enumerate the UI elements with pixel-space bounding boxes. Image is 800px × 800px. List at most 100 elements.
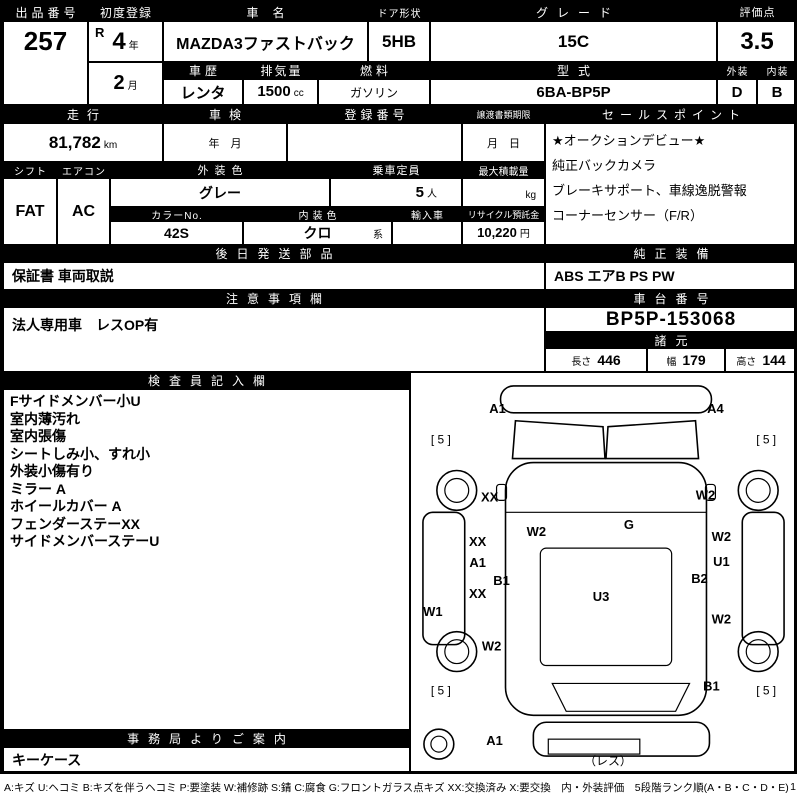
inspector-note-line: サイドメンバーステーU — [10, 533, 160, 549]
inspector-notes-label: 検査員記入欄 — [3, 372, 410, 389]
exterior-color-value: グレー — [110, 178, 330, 207]
interior-color-cell: クロ 系 — [243, 221, 392, 245]
chassis-no-value: BP5P-153068 — [545, 307, 797, 332]
model-code-label: 型式 — [430, 62, 717, 79]
car-front-bumper — [499, 385, 713, 414]
max-load-value-cell: kg — [462, 178, 545, 207]
door-shape-value: 5HB — [368, 21, 430, 62]
displacement-unit: cc — [293, 88, 304, 99]
car-license-plate — [547, 738, 641, 755]
damage-label: W2 — [527, 524, 546, 539]
damage-label: W2 — [712, 612, 731, 627]
inspector-note-line: シートしみ小、すれ小 — [10, 445, 150, 462]
inspector-note-line: Fサイドメンバー小U — [10, 393, 141, 409]
car-rear-bumper — [532, 721, 711, 757]
caution-notes-value: 法人専用車 レスOP有 — [3, 307, 545, 372]
car-left-side-panel — [422, 511, 466, 646]
car-hood-right — [605, 419, 700, 460]
fuel-label: 燃料 — [318, 62, 430, 79]
inspector-notes-list: Fサイドメンバー小U 室内薄汚れ 室内張傷 シートしみ小、すれ小 外装小傷有り … — [3, 389, 410, 730]
exhibit-no-label: 出品番号 — [3, 3, 88, 21]
damage-label: XX — [481, 489, 499, 504]
car-floor-pan — [539, 547, 673, 667]
capacity-label: 乗車定員 — [330, 162, 462, 178]
car-name-value: MAZDA3ファストバック — [163, 21, 368, 62]
damage-label: XX — [469, 586, 487, 601]
sales-point-line: コーナーセンサー（F/R） — [552, 208, 703, 223]
damage-label: W1 — [423, 604, 442, 619]
inspector-note-line: 室内張傷 — [10, 428, 66, 444]
history-label: 車歴 — [163, 62, 243, 79]
car-mirror-right — [704, 483, 717, 501]
exhibit-no-value: 257 — [3, 21, 88, 105]
spec-label: 諸元 — [545, 332, 797, 348]
mileage-value: 81,782 — [48, 132, 101, 152]
score-label: 評価点 — [717, 3, 797, 21]
interior-color-suffix: 系 — [373, 229, 383, 241]
damage-label: U1 — [713, 554, 730, 569]
caution-notes-label: 注意事項欄 — [3, 290, 545, 307]
inspector-note-line: ホイールカバー A — [10, 498, 122, 514]
sales-point-line: 純正バックカメラ — [552, 158, 657, 173]
wheel-front-left — [436, 469, 478, 512]
later-shipped-parts-label: 後日発送部品 — [3, 245, 545, 262]
registration-no-label: 登録番号 — [287, 105, 462, 123]
displacement-label: 排気量 — [243, 62, 318, 79]
page-number: 1 — [790, 781, 796, 793]
shift-label: シフト — [3, 162, 57, 178]
exterior-grade-label: 外装 — [717, 62, 757, 79]
car-name-label: 車名 — [163, 3, 368, 21]
sales-point-label: セールスポイント — [545, 105, 797, 123]
registration-no-value — [287, 123, 462, 162]
inspection-value: 年 月 — [163, 123, 287, 162]
color-no-label: カラーNo. — [110, 207, 243, 221]
width-value: 179 — [682, 352, 706, 368]
damage-label: W2 — [482, 639, 501, 654]
length-value: 446 — [597, 352, 621, 368]
first-reg-year: 4 — [112, 27, 126, 55]
wheel-rear-right-inner — [745, 639, 771, 665]
inspector-note-line: フェンダーステーXX — [10, 515, 140, 532]
model-code-value: 6BA-BP5P — [430, 79, 717, 105]
grade-label: グレード — [430, 3, 717, 21]
damage-label: W2 — [696, 487, 715, 502]
tire-depth-mark: [ 5 ] — [431, 433, 451, 447]
year-unit: 年 — [128, 40, 139, 52]
history-value: レンタ — [163, 79, 243, 105]
footer-legend-row: A:キズ U:ヘコミ B:キズを伴うヘコミ P:要塗装 W:補修跡 S:錆 C:… — [4, 778, 796, 796]
car-mirror-left — [495, 483, 508, 501]
car-right-side-panel — [741, 511, 785, 646]
damage-label: G — [624, 517, 634, 532]
recycle-deposit-unit: 円 — [519, 229, 530, 240]
office-notice-label: 事務局よりご案内 — [3, 730, 410, 747]
inspector-note-line: ミラー A — [10, 480, 66, 497]
wheel-rear-left-inner — [444, 639, 470, 665]
first-reg-month: 2 — [113, 72, 125, 94]
month-unit: 月 — [127, 81, 138, 92]
spec-length-cell: 長さ 446 — [545, 348, 647, 372]
interior-grade-label: 内装 — [757, 62, 797, 79]
first-reg-label: 初度登録 — [88, 3, 163, 21]
genuine-equipment-label: 純正装備 — [545, 245, 797, 262]
damage-label: A4 — [707, 401, 724, 416]
height-label: 高さ — [736, 356, 757, 368]
inspection-label: 車検 — [163, 105, 287, 123]
aircon-label: エアコン — [57, 162, 110, 178]
tire-depth-mark: [ 5 ] — [756, 433, 776, 447]
damage-label: U3 — [593, 589, 610, 604]
import-car-value — [392, 221, 462, 245]
sales-points-list: ★オークションデビュー★ 純正バックカメラ ブレーキサポート、車線逸脱警報 コー… — [545, 123, 797, 245]
sales-point-line: ★オークションデビュー★ — [552, 133, 706, 148]
car-body-top-view — [504, 461, 708, 717]
interior-grade-value: B — [757, 79, 797, 105]
damage-label: XX — [469, 534, 487, 549]
max-load-unit: kg — [525, 190, 536, 201]
